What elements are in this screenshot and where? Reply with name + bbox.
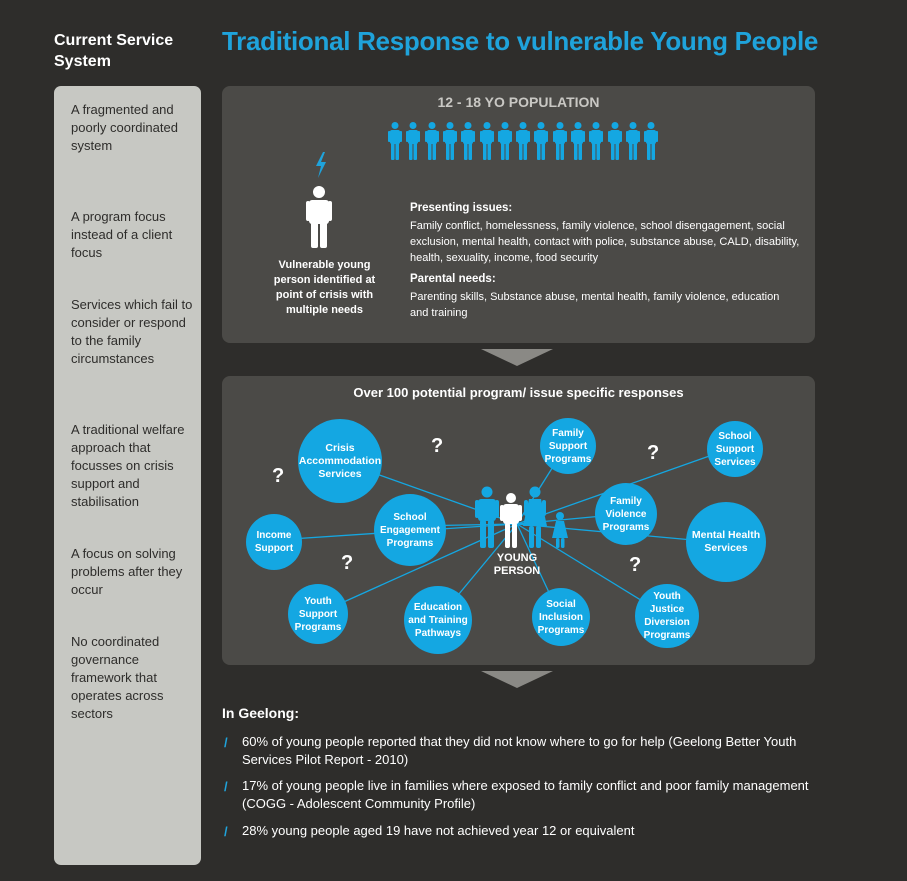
bullet-slash: / (224, 735, 228, 750)
presenting-issues-text: Family conflict, homelessness, family vi… (410, 220, 800, 264)
service-circle-family-support: Family Support Programs (540, 418, 596, 474)
person-icon (442, 122, 457, 160)
person-icon (607, 122, 622, 160)
service-circle-school-engagement: School Engagement Programs (374, 494, 446, 566)
geelong-fact: 60% of young people reported that they d… (242, 734, 797, 767)
person-icon (625, 122, 640, 160)
service-circle-youth-support: Youth Support Programs (288, 584, 348, 644)
sidebar-item: A fragmented and poorly coordinated syst… (71, 102, 178, 153)
person-icon (516, 122, 531, 160)
vulnerable-caption: Vulnerable young person identified at po… (273, 259, 376, 316)
sidebar-item: Services which fail to consider or respo… (71, 297, 193, 366)
question-mark: ? (629, 554, 642, 576)
sidebar-item: A traditional welfare approach that focu… (71, 422, 185, 509)
person-icon (388, 122, 402, 160)
person-icon (406, 122, 421, 160)
page-title: Traditional Response to vulnerable Young… (222, 26, 819, 56)
person-icon (497, 122, 512, 160)
person-icon (589, 122, 604, 160)
person-icon (644, 122, 659, 160)
population-panel: 12 - 18 YO POPULATION Vulnerable young p… (222, 86, 815, 343)
service-circle-mental-health: Mental Health Services (686, 502, 766, 582)
down-arrow-icon (481, 349, 553, 366)
person-icon (552, 122, 567, 160)
person-icon (571, 122, 585, 160)
lightning-icon (316, 152, 326, 178)
population-title: 12 - 18 YO POPULATION (437, 94, 600, 110)
service-circle-family-violence: Family Violence Programs (595, 483, 657, 545)
service-circle-crisis-accommodation: Crisis Accommodation Services (298, 419, 382, 503)
question-mark: ? (647, 442, 660, 464)
sidebar-item: No coordinated governance framework that… (71, 634, 164, 721)
service-circle-youth-justice: Youth Justice Diversion Programs (635, 584, 699, 648)
service-circle-social-inclusion: Social Inclusion Programs (532, 588, 590, 646)
question-mark: ? (341, 552, 354, 574)
responses-panel: Over 100 potential program/ issue specif… (222, 376, 815, 665)
service-circle-education-training: Education and Training Pathways (404, 586, 472, 654)
service-circle-school-support: School Support Services (707, 421, 763, 477)
family-group-icon (475, 486, 568, 548)
parental-needs-heading: Parental needs: (410, 273, 496, 285)
sidebar-title: Current Service System (54, 32, 174, 70)
geelong-fact: 17% of young people live in families whe… (242, 778, 809, 811)
young-person-label: YOUNG PERSON (493, 552, 541, 577)
person-icon (534, 122, 549, 160)
question-mark: ? (272, 465, 285, 487)
bullet-slash: / (224, 824, 228, 839)
bullet-slash: / (224, 779, 228, 794)
question-mark: ? (431, 435, 444, 457)
sidebar-item: A program focus instead of a client focu… (71, 209, 173, 260)
vulnerable-person-icon (306, 186, 332, 248)
sidebar-panel: A fragmented and poorly coordinated syst… (54, 86, 201, 865)
responses-title: Over 100 potential program/ issue specif… (353, 385, 684, 400)
presenting-issues-heading: Presenting issues: (410, 202, 513, 214)
person-icon (424, 122, 439, 160)
person-icon (461, 122, 476, 160)
down-arrow-icon (481, 671, 553, 688)
sidebar-item: A focus on solving problems after they o… (71, 546, 183, 597)
service-circle-income-support: Income Support (246, 514, 302, 570)
parental-needs-text: Parenting skills, Substance abuse, menta… (410, 291, 780, 319)
geelong-title: In Geelong: (222, 705, 299, 721)
geelong-fact: 28% young people aged 19 have not achiev… (242, 823, 635, 838)
person-icon (479, 122, 494, 160)
